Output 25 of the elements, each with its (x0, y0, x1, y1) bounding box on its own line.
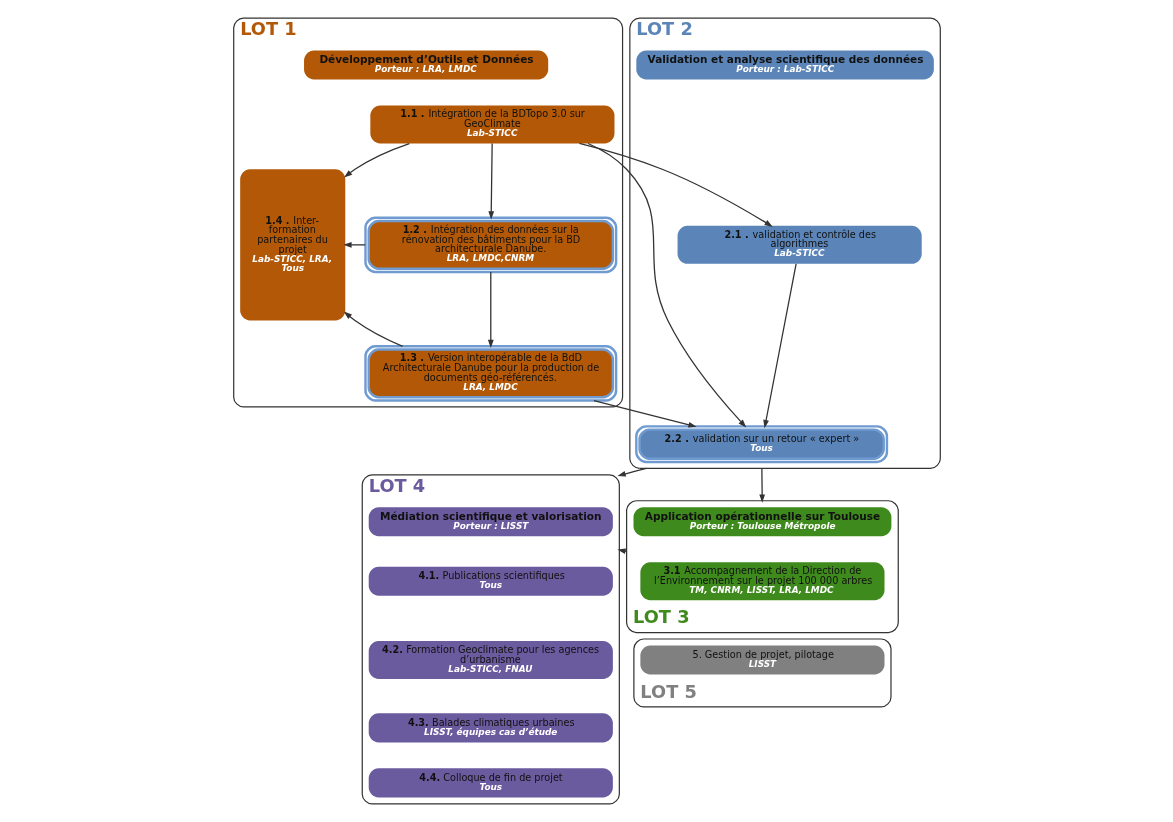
arrow (578, 142, 773, 227)
arrow (592, 399, 697, 428)
node-box: 1.4 . Inter-formation partenaires du projet Lab-STICC, LRA, Tous (239, 169, 345, 321)
arrow (616, 548, 627, 555)
arrow (342, 241, 366, 248)
node-box: 2.1 . validation et contrôle des algorithmes Lab-STICC (677, 225, 922, 264)
node-box: 5. Gestion de projet, pilotage LISST (639, 645, 884, 675)
node-box: 4.3. Balades climatiques urbaines LISST, équipes cas d’étude (368, 713, 613, 743)
arrow (762, 263, 797, 429)
arrow (616, 467, 647, 477)
node-box: 4.4. Colloque de fin de projet Tous (368, 768, 613, 798)
node-box: 3.1 Accompagnement de la Direction de l’Environnement sur le projet 100 000 arbres TM, CNRM, LISST, LRA, LMDC (639, 562, 884, 601)
node-box: 4.1. Publications scientifiques Tous (368, 566, 613, 596)
node-box: 4.2. Formation Geoclimate pour les agences d’urbanisme Lab-STICC, FNAU (368, 641, 613, 679)
node-box: Application opérationnelle sur Toulouse Porteur : Toulouse Métropole (633, 507, 891, 537)
arrow (343, 142, 410, 178)
node-box: 1.1 . Intégration de la BDTopo 3.0 sur GeoClimate Lab-STICC (369, 105, 614, 144)
node-box: Validation et analyse scientifique des données Porteur : Lab-STICC (635, 50, 934, 80)
arrow (343, 311, 403, 347)
arrow (586, 142, 746, 428)
arrow (487, 142, 494, 220)
node-box: Médiation scientifique et valorisation Porteur : LISST (368, 507, 613, 537)
node-box: Développement d’Outils et Données Porteur : LRA, LMDC (303, 50, 548, 80)
arrow (758, 467, 765, 503)
arrow (487, 271, 494, 349)
